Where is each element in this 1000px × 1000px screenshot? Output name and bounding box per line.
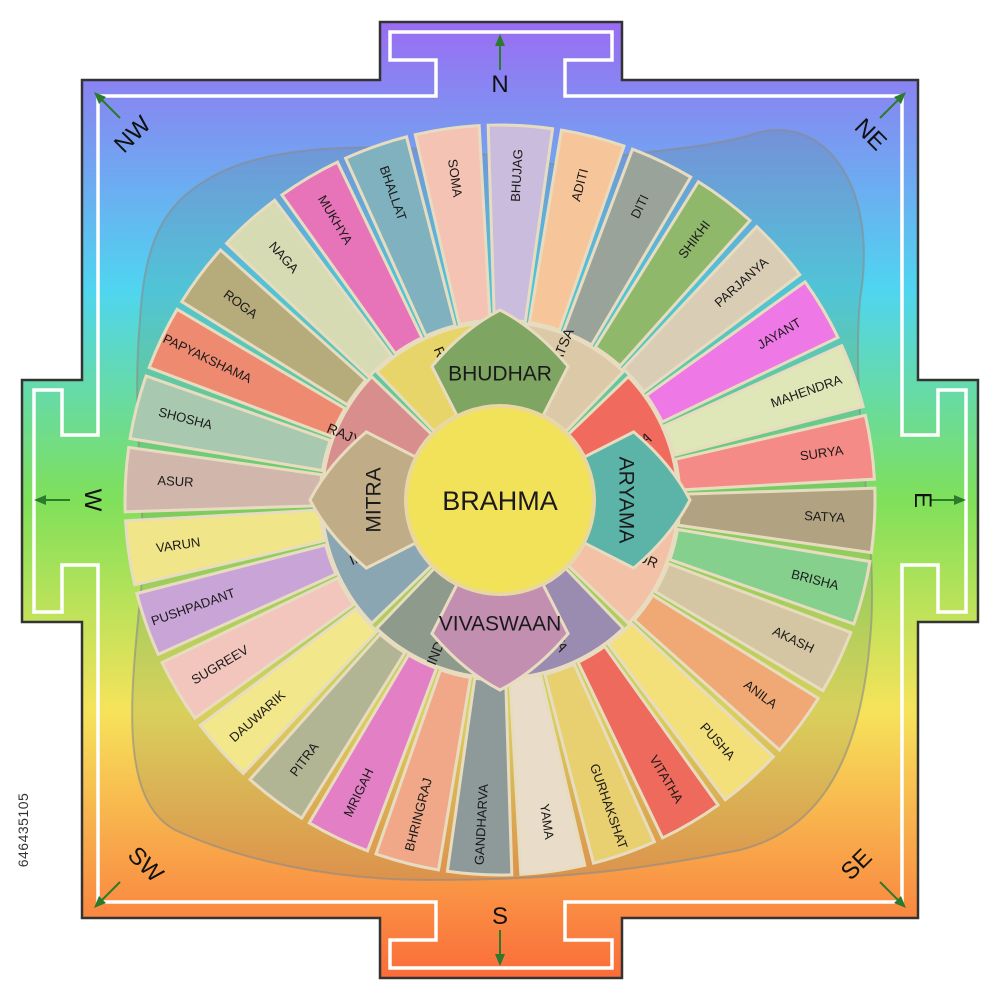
petal-mukhya: MUKHYA (279, 160, 424, 356)
west-arrow-icon (34, 495, 70, 505)
petal-parjanya: PARJANYA (621, 224, 802, 394)
petal-shape (593, 179, 753, 368)
frame-inner-line (32, 30, 968, 970)
petal-shape (123, 508, 327, 587)
petal-shosha: SHOSHA (128, 374, 333, 473)
petal-shape (374, 667, 473, 872)
inner-label: BHUDHAR (448, 363, 552, 386)
southwest-arrow-icon (94, 881, 121, 908)
petal-shape (135, 543, 338, 657)
petal-brisha: BRISHA (667, 527, 872, 626)
petal-label: YAMA (537, 803, 557, 841)
petal-mahendra: MAHENDRA (662, 343, 865, 457)
petal-shape (667, 527, 872, 626)
northeast-arrow-icon (879, 92, 906, 119)
petal-akash: AKASH (652, 561, 853, 693)
petal-shape (198, 606, 379, 776)
petal-pusha: PUSHA (606, 621, 776, 802)
petal-shape (224, 198, 394, 379)
petal-diti: DITI (561, 147, 693, 348)
petal-dauwarik: DAUWARIK (198, 606, 379, 776)
petal-shape (343, 135, 457, 338)
direction-w: W (79, 489, 106, 512)
petal-pitra: PITRA (247, 632, 407, 821)
petal-surya: SURYA (673, 413, 877, 492)
petal-shape (576, 644, 721, 840)
petal-shape (644, 279, 840, 424)
petal-naga: NAGA (224, 198, 394, 379)
petal-label: SATYA (804, 508, 846, 525)
petal-label: BHUJAG (508, 149, 526, 202)
petal-label: SOMA (445, 158, 465, 198)
petal-roga: ROGA (179, 247, 368, 407)
inner-vivaswaan: VIVASWAAN (430, 576, 570, 692)
petal-label: VARUN (155, 534, 201, 555)
south-arrow-icon (495, 930, 505, 966)
petal-anila: ANILA (632, 593, 821, 753)
petal-mrigah: MRIGAH (307, 652, 439, 853)
direction-s: S (492, 903, 508, 930)
petal-shikhi: SHIKHI (593, 179, 753, 368)
petal-label: ASUR (157, 473, 194, 490)
petal-shape (128, 374, 333, 473)
petal-sugreev: SUGREEV (160, 576, 356, 721)
petal-shape (561, 147, 693, 348)
northwest-arrow-icon (94, 92, 121, 119)
petal-shape (160, 576, 356, 721)
petal-shape (147, 307, 348, 439)
north-arrow-icon (495, 34, 505, 70)
petal-shape (632, 593, 821, 753)
petal-label: GANDHARVA (472, 783, 491, 865)
petal-jayant: JAYANT (644, 279, 840, 424)
petal-shape (247, 632, 407, 821)
petal-vitatha: VITATHA (576, 644, 721, 840)
petal-gurhakshat: GURHAKSHAT (543, 662, 657, 865)
inner-ring: BHUDHAR ARYAMA VIVASWAAN MITRA (308, 308, 692, 692)
southeast-arrow-icon (879, 881, 906, 908)
petal-shape (662, 343, 865, 457)
petal-shape (508, 673, 587, 877)
petal-bhallat: BHALLAT (343, 135, 457, 338)
stock-id-text: 646435105 (15, 792, 31, 868)
petal-varun: VARUN (123, 508, 327, 587)
petal-shape (307, 652, 439, 853)
petal-yama: YAMA (508, 673, 587, 877)
petal-pushpadant: PUSHPADANT (135, 543, 338, 657)
direction-n: N (491, 71, 508, 98)
petal-shape (673, 413, 877, 492)
brahma-center: BRAHMA (404, 404, 596, 596)
petal-shape (279, 160, 424, 356)
petal-shape (606, 621, 776, 802)
petal-shape (621, 224, 802, 394)
petal-shape (413, 123, 492, 327)
stock-id-watermark: 646435105 (10, 760, 36, 900)
inner-label: MITRA (363, 467, 386, 532)
direction-e: E (909, 492, 936, 508)
brahma-label: BRAHMA (442, 486, 558, 516)
petal-shape (543, 662, 657, 865)
petal-aditi: ADITI (527, 128, 626, 333)
inner-label: ARYAMA (614, 457, 637, 544)
petal-shape (527, 128, 626, 333)
inner-label: VIVASWAAN (439, 613, 562, 636)
east-arrow-icon (930, 495, 966, 505)
inner-aryama: ARYAMA (576, 430, 692, 570)
petal-shape (652, 561, 853, 693)
petal-soma: SOMA (413, 123, 492, 327)
petal-shape (179, 247, 368, 407)
petal-label: SURYA (799, 442, 845, 463)
inner-mitra: MITRA (308, 430, 424, 570)
petal-bhringraj: BHRINGRAJ (374, 667, 473, 872)
